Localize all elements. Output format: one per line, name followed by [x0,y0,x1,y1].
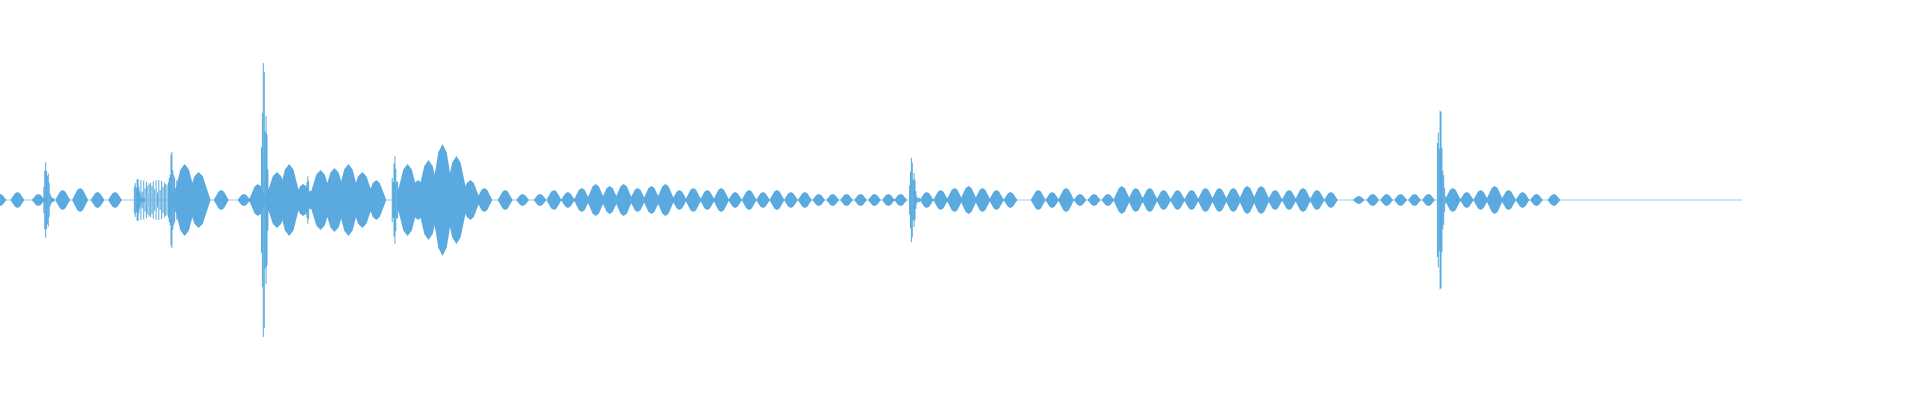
waveform-tone-segment [894,194,908,206]
waveform-tone-segment [560,192,575,208]
waveform-tone-segment [826,194,840,206]
waveform-segments [0,63,1561,337]
waveform-tone-segment [31,194,45,206]
waveform-tone-segment [1444,188,1461,212]
waveform-tone-segment [1252,186,1270,214]
waveform-tone-segment [1267,190,1283,210]
waveform-tone-segment [868,194,881,206]
waveform-tone-segment [919,192,934,208]
waveform-tone-segment [840,194,854,206]
waveform-tone-segment [1225,188,1242,212]
waveform-tone-segment [1045,192,1060,208]
waveform-tone-segment [783,192,798,208]
waveform-tone-segment [685,188,702,212]
waveform-tone-segment [1087,194,1101,206]
waveform-transient [43,162,55,238]
waveform-tone-segment [629,188,646,212]
waveform-tone-segment [366,180,387,220]
waveform-tone-segment [713,188,730,212]
waveform-tone-segment [10,192,25,208]
waveform-tone-segment [350,172,375,228]
waveform-tone-segment [769,190,785,210]
waveform-tone-segment [614,184,633,216]
waveform-tone-segment [213,190,229,210]
waveform-tone-segment [960,186,978,214]
waveform-tone-segment [1058,188,1075,212]
waveform-tone-segment [1141,188,1158,212]
waveform-transient [1436,110,1448,290]
waveform-tone-segment [643,186,660,214]
waveform-tone-segment [430,144,455,256]
waveform-tone-segment [1003,192,1018,208]
waveform-tone-segment [699,190,715,210]
waveform-tone-segment [946,188,963,212]
waveform-tone-segment [308,170,333,230]
waveform-tone-segment [586,184,605,216]
waveform-tone-segment [277,164,302,236]
waveform-tone-segment [1529,194,1543,206]
waveform-tone-segment [728,192,743,208]
waveform-tone-segment [1030,190,1046,210]
waveform-tone-segment [1323,192,1338,208]
waveform-tone-segment [1394,194,1408,206]
waveform-tone-segment [72,188,89,212]
waveform-tone-segment [1184,190,1199,210]
waveform-transient [909,157,921,243]
waveform-tone-segment [1281,190,1297,210]
waveform-tone-segment [1459,192,1474,208]
waveform-tone-segment [1408,194,1421,206]
waveform-tone-segment [881,194,895,206]
waveform-tone-segment [1515,192,1530,208]
waveform-tone-segment [1421,194,1435,206]
waveform-tone-segment [1366,194,1380,206]
waveform-tone-segment [671,190,687,210]
waveform-tone-segment [497,190,513,210]
waveform-tone-segment [546,190,562,210]
waveform-tone-segment [55,190,71,210]
waveform-tone-segment [444,156,469,244]
waveform-tone-segment [108,192,122,208]
waveform-tone-segment [516,194,530,206]
waveform-tone-segment [395,164,420,236]
waveform-tone-segment [974,188,991,212]
waveform-tone-segment [573,188,590,212]
waveform-tone-segment [336,164,361,236]
waveform-tone-segment [741,190,757,210]
waveform-tone-segment [0,194,7,206]
waveform-tone-segment [1073,194,1087,206]
waveform-tone-segment [1156,190,1172,210]
waveform-tone-segment [172,164,197,236]
waveform-tone-segment [656,184,675,216]
waveform-tone-segment [854,194,867,206]
waveform-tone-segment [90,192,105,208]
waveform-tone-segment [1352,196,1365,204]
waveform-tone-segment [1127,188,1144,212]
waveform-tone-segment [1309,190,1325,210]
waveform-tone-segment [601,186,619,214]
waveform-tone-segment [460,180,481,220]
waveform-tone-segment [933,190,949,210]
waveform-tone-segment [1473,190,1489,210]
waveform-tone-segment [812,194,826,206]
waveform-tone-segment [1211,188,1228,212]
waveform-tone-segment [237,194,251,206]
waveform-tone-segment [1197,188,1214,212]
waveform-tone-segment [1101,194,1115,206]
waveform-tone-segment [1238,186,1256,214]
waveform-tone-segment [988,190,1004,210]
waveform-tone-segment [1113,186,1131,214]
waveform-tone-segment [476,188,493,212]
waveform-tone-segment [1501,190,1517,210]
waveform-tone-segment [1170,190,1186,210]
waveform-tone-segment [797,192,812,208]
waveform-tone-segment [1547,194,1561,206]
waveform-tone-segment [1295,188,1311,212]
waveform-tone-segment [756,192,770,208]
waveform-tone-segment [533,194,547,206]
waveform-tone-segment [186,172,211,228]
waveform-tone-segment [1380,194,1394,206]
waveform-tone-segment [1486,186,1504,214]
